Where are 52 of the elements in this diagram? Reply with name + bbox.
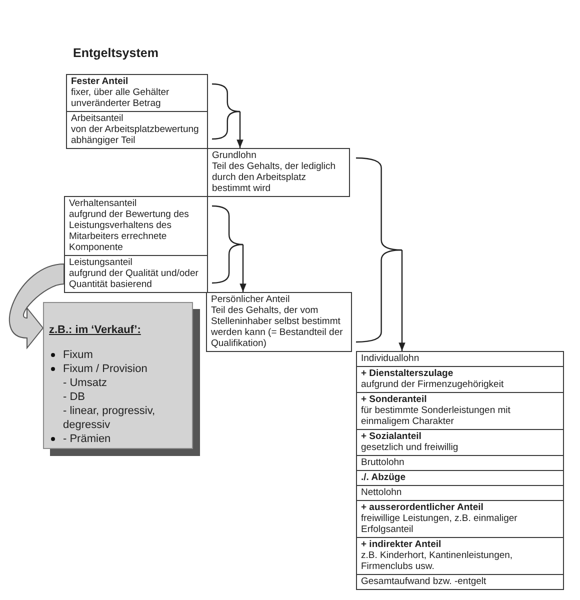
component-heading: Fester Anteil: [71, 76, 128, 87]
component-box: [64, 255, 208, 293]
row-heading: + Sozialanteil: [361, 431, 422, 442]
wage-row: [356, 470, 564, 486]
row-heading: + Sonderanteil: [361, 394, 427, 405]
component-box: [64, 196, 208, 256]
wage-row: [356, 574, 564, 590]
wage-row: [356, 392, 564, 430]
component-box: [66, 74, 208, 112]
diagram-title: Entgeltsystem: [73, 46, 158, 61]
row-description: für bestimmte Sonderleistungen mit einmaligem Charakter: [361, 405, 512, 427]
list-item: Fixum: [63, 348, 93, 362]
component-box: [206, 292, 352, 352]
card-heading: z.B.: im ‘Verkauf’:: [49, 323, 141, 338]
row-heading: + Dienstalterszulage: [361, 368, 454, 379]
list-item: Fixum / Provision: [63, 362, 148, 376]
row-description: aufgrund der Firmenzugehörigkeit: [361, 379, 504, 390]
component-heading: Leistungsanteil: [69, 257, 132, 268]
row-description: z.B. Kinderhort, Kantinenleistungen, Firmenclubs usw.: [361, 550, 514, 572]
wage-row: [356, 351, 564, 367]
component-heading: Verhaltensanteil: [69, 198, 137, 209]
list-item: - linear, progressiv, degressiv: [63, 404, 156, 432]
wage-row: [356, 485, 564, 501]
component-description: aufgrund der Bewertung des Leistungsverhaltens des Mitarbeiters errechnete Komponente: [69, 209, 190, 253]
component-description: Teil des Gehalts, der vom Stelleninhaber selbst bestimmt werden kann (= Bestandteil der Qualifikation): [211, 305, 344, 349]
component-description: Teil des Gehalts, der lediglich durch den Arbeitsplatz bestimmt wird: [212, 161, 337, 194]
row-label: ./. Abzüge: [361, 472, 406, 483]
wage-row: [356, 455, 564, 471]
wage-row: [356, 500, 564, 538]
row-heading: + ausserordentlicher Anteil: [361, 502, 484, 513]
row-description: gesetzlich und freiwillig: [361, 442, 458, 453]
list-item: - DB: [63, 390, 85, 404]
component-heading: Arbeitsanteil: [71, 113, 124, 124]
component-description: von der Arbeitsplatzbewertung abhängiger Teil: [71, 124, 200, 146]
example-card: [43, 302, 193, 449]
component-box: [66, 111, 208, 149]
row-label: Gesamtaufwand bzw. -entgelt: [361, 576, 486, 587]
row-heading: + indirekter Anteil: [361, 539, 442, 550]
wage-row: [356, 537, 564, 575]
component-box: [207, 148, 350, 197]
component-description: fixer, über alle Gehälter unveränderter Betrag: [71, 87, 170, 109]
wage-row: [356, 366, 564, 393]
component-heading: Persönlicher Anteil: [211, 294, 290, 305]
row-description: freiwillige Leistungen, z.B. einmaliger Erfolgsanteil: [361, 513, 518, 535]
row-label: Bruttolohn: [361, 457, 404, 468]
row-label: Individuallohn: [361, 353, 420, 364]
list-item: - Prämien: [63, 432, 111, 446]
list-item: - Umsatz: [63, 376, 107, 390]
wage-row: [356, 429, 564, 456]
row-label: Nettolohn: [361, 487, 402, 498]
component-description: aufgrund der Qualität und/oder Quantität basierend: [69, 268, 200, 290]
component-heading: Grundlohn: [212, 150, 256, 161]
